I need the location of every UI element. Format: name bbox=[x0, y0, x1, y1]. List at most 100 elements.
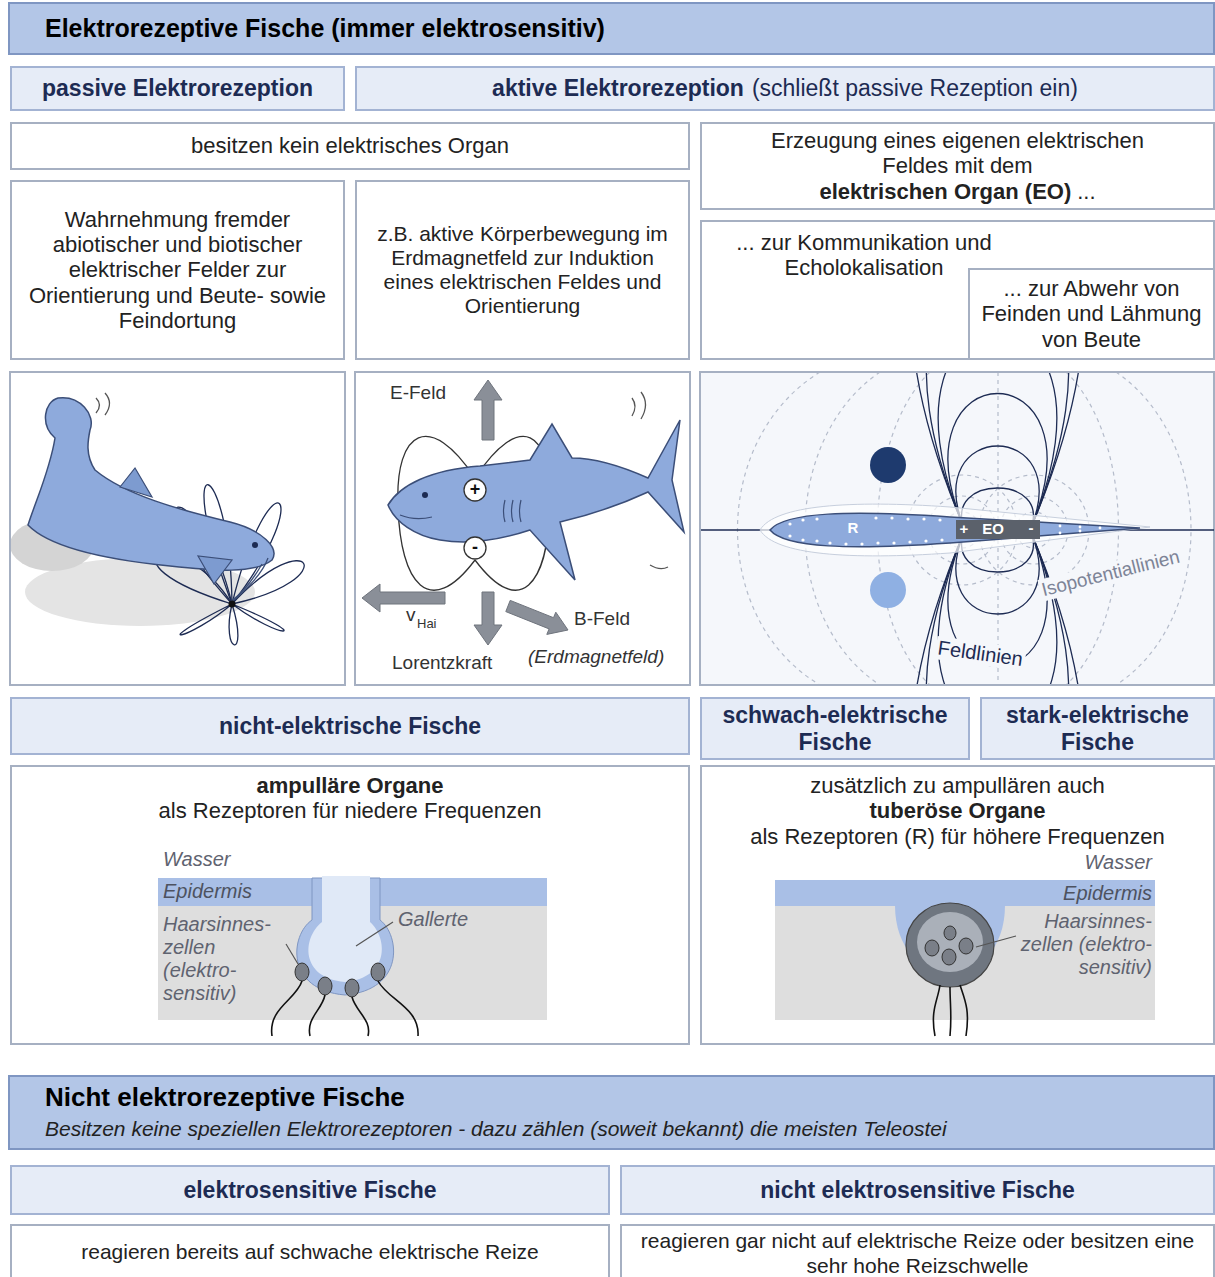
hair-cell bbox=[345, 979, 359, 997]
isopotential-line bbox=[738, 373, 1192, 684]
box-text: elektrischen Organ (EO) bbox=[819, 179, 1071, 204]
shark-illustration bbox=[520, 500, 522, 522]
pole-sign: - bbox=[465, 537, 485, 558]
shark-illustration bbox=[422, 492, 428, 498]
tuberous-organ-illustration bbox=[906, 903, 994, 987]
category-band: passive Elektrorezeption bbox=[10, 66, 345, 111]
field-line bbox=[180, 604, 232, 635]
field-line bbox=[701, 373, 1214, 684]
receptor-dot bbox=[801, 518, 804, 521]
cell-label: Haarsinnes- zellen (elektro- sensitiv) bbox=[163, 913, 281, 1005]
box-text: Besitzen keine speziellen Elektrorezepto… bbox=[45, 1117, 947, 1141]
field-label: E-Feld bbox=[390, 382, 446, 404]
box-text: (schließt passive Rezeption ein) bbox=[752, 75, 1078, 101]
nerve-fiber bbox=[378, 981, 418, 1036]
receptor-dot bbox=[1059, 525, 1062, 528]
receptor-dot bbox=[788, 516, 1101, 545]
panel-frame bbox=[10, 372, 1214, 685]
text-group: zusätzlich zu ampullären auchtuberöse Or… bbox=[750, 773, 1165, 849]
receptor-dot bbox=[906, 517, 909, 520]
nerve-fiber bbox=[272, 981, 302, 1036]
receptor-dot bbox=[922, 517, 925, 520]
receptor-dot bbox=[788, 534, 791, 537]
box-text: reagieren gar nicht auf elektrische Reiz… bbox=[632, 1229, 1203, 1277]
motion-line bbox=[96, 393, 110, 415]
text-group: nicht elektrosensitive Fische bbox=[760, 1177, 1074, 1203]
box-text: Elektrorezeptive Fische (immer elektrose… bbox=[45, 14, 605, 43]
organ-label: EO bbox=[978, 520, 1008, 537]
vector-arrow bbox=[474, 592, 502, 645]
motion-line bbox=[632, 398, 635, 416]
box-text: zusätzlich zu ampullären auch bbox=[750, 773, 1165, 798]
receptor-dot bbox=[1079, 526, 1082, 529]
receptor-dot bbox=[844, 542, 847, 545]
category-band: nicht elektrosensitive Fische bbox=[620, 1165, 1215, 1215]
field-line bbox=[229, 604, 238, 645]
text-box: besitzen kein elektrisches Organ bbox=[10, 122, 690, 170]
text-group: Wahrnehmung fremder abiotischer und biot… bbox=[22, 207, 333, 333]
box-text: ... bbox=[1077, 179, 1095, 204]
text-group: z.B. aktive Körperbewegung im Erdmagnetf… bbox=[367, 222, 678, 319]
nerve-fiber bbox=[933, 985, 967, 1036]
leader-line bbox=[976, 936, 1016, 947]
text-group: schwach-elektrische Fische bbox=[712, 702, 958, 755]
hair-cell bbox=[959, 938, 973, 954]
hair-cell bbox=[925, 940, 939, 956]
tuberous-organ-illustration bbox=[775, 880, 1155, 1036]
text-group: Elektrorezeptive Fische (immer elektrose… bbox=[45, 14, 605, 43]
receptor-dot bbox=[801, 538, 804, 541]
pole-sign: - bbox=[1024, 519, 1038, 536]
catfish-illustration bbox=[252, 542, 258, 548]
box-text: besitzen kein elektrisches Organ bbox=[191, 133, 509, 158]
receptor-label: R bbox=[846, 519, 860, 536]
receptor-dot bbox=[924, 539, 927, 542]
hair-cell bbox=[318, 977, 332, 995]
tuberous-organ-illustration bbox=[917, 912, 983, 972]
box-text: als Rezeptoren für niedere Frequenzen bbox=[159, 798, 542, 823]
layer-label: Epidermis bbox=[1000, 882, 1152, 905]
field-line bbox=[232, 604, 284, 631]
shark-illustration bbox=[400, 515, 432, 519]
nerve-fiber bbox=[933, 985, 940, 1036]
leader-line bbox=[286, 922, 393, 964]
ampullary-organ-illustration bbox=[308, 876, 381, 982]
text-box: reagieren bereits auf schwache elektrisc… bbox=[10, 1224, 610, 1277]
text-group: stark-elektrische Fische bbox=[992, 702, 1203, 755]
receptor-dot bbox=[908, 540, 911, 543]
text-box: Erzeugung eines eigenen elektrischen Fel… bbox=[700, 122, 1215, 210]
header-band: Elektrorezeptive Fische (immer elektrose… bbox=[8, 2, 1215, 55]
box-text: nicht elektrosensitive Fische bbox=[760, 1177, 1074, 1203]
text-group: Erzeugung eines eigenen elektrischen Fel… bbox=[753, 128, 1163, 204]
text-group: ampulläre Organeals Rezeptoren für niede… bbox=[159, 773, 542, 824]
text-box: ... zur Abwehr von Feinden und Lähmung v… bbox=[968, 268, 1215, 360]
text-box: ... zur Kommunikation und Echolokalisati… bbox=[700, 220, 1215, 360]
receptor-dot bbox=[1059, 532, 1062, 535]
box-text: als Rezeptoren (R) für höhere Frequenzen bbox=[750, 824, 1165, 849]
vector-label: Lorentzkraft bbox=[392, 652, 492, 674]
line-type-label: Feldlinien bbox=[934, 636, 1026, 671]
box-text: Erzeugung eines eigenen elektrischen Fel… bbox=[753, 128, 1163, 179]
line-type-label: Isopotentiallinien bbox=[1037, 545, 1184, 601]
pole-sign: + bbox=[465, 479, 485, 500]
receptor-dot bbox=[815, 517, 818, 520]
electric-organ bbox=[956, 520, 1040, 539]
tuberous-organ-illustration bbox=[775, 880, 1155, 906]
panel-frame bbox=[700, 372, 1214, 685]
text-box: Wahrnehmung fremder abiotischer und biot… bbox=[10, 180, 345, 360]
box-text: z.B. aktive Körperbewegung im Erdmagnetf… bbox=[367, 222, 678, 319]
vector-label: B-Feld bbox=[574, 608, 630, 630]
hair-cell bbox=[944, 926, 956, 940]
receptor-dot bbox=[815, 539, 818, 542]
text-group: reagieren gar nicht auf elektrische Reiz… bbox=[632, 1229, 1203, 1277]
text-group: besitzen kein elektrisches Organ bbox=[191, 133, 509, 158]
hair-cell bbox=[295, 963, 309, 981]
receptor-dot bbox=[890, 516, 893, 519]
vector-label: v bbox=[406, 604, 416, 626]
catfish-illustration bbox=[230, 558, 268, 602]
hair-cell bbox=[295, 963, 385, 997]
catfish-body bbox=[28, 398, 274, 570]
receptor-dot bbox=[876, 541, 879, 544]
category-band: aktive Elektrorezeption(schließt passive… bbox=[355, 66, 1215, 111]
text-box: reagieren gar nicht auf elektrische Reiz… bbox=[620, 1224, 1215, 1277]
